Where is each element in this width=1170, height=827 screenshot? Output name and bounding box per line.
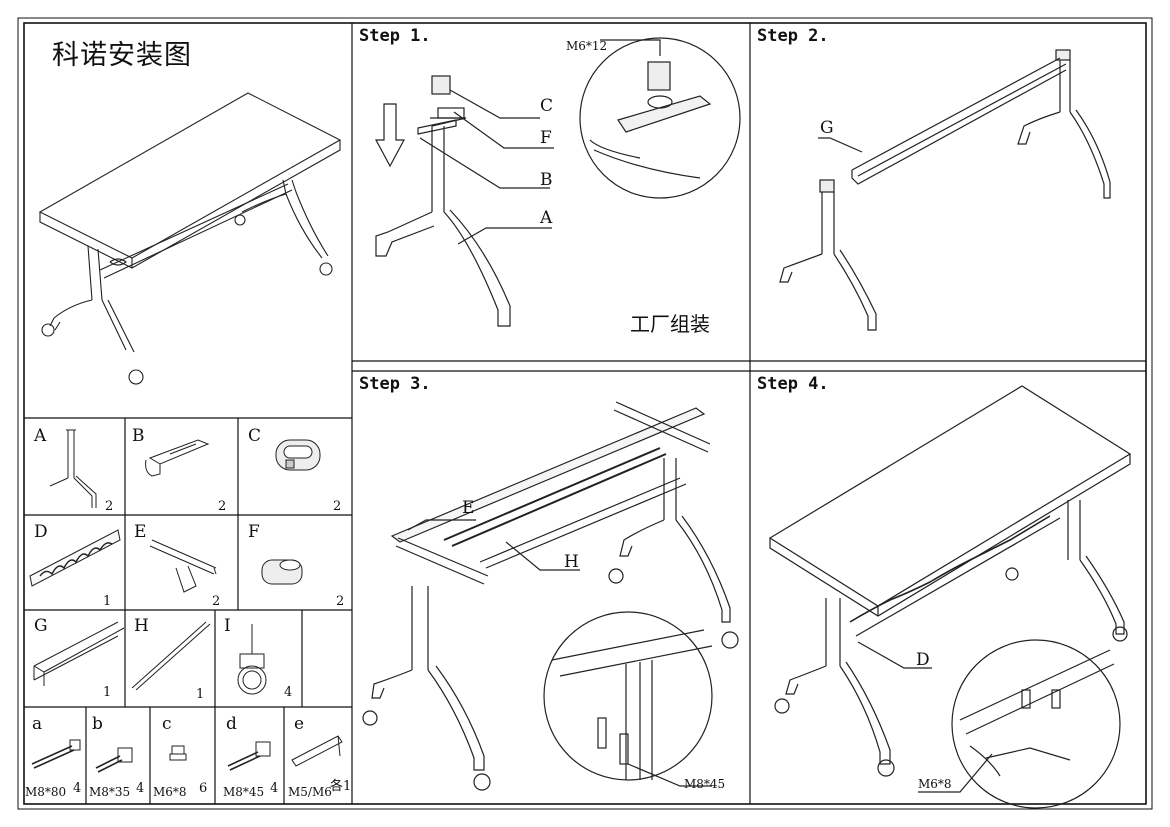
part-h-label: H bbox=[134, 616, 149, 636]
hardware-d-spec: M8*45 bbox=[223, 785, 265, 799]
hardware-c-spec: M6*8 bbox=[153, 785, 187, 799]
callout-f: F bbox=[540, 128, 552, 148]
page-title: 科诺安装图 bbox=[52, 40, 192, 71]
part-b-qty: 2 bbox=[218, 499, 227, 514]
hardware-e-qty: 各1 bbox=[330, 779, 352, 794]
callout-e: E bbox=[462, 498, 475, 518]
hardware-d-qty: 4 bbox=[270, 781, 279, 796]
overview-table bbox=[38, 92, 342, 385]
part-i-label: I bbox=[224, 616, 231, 636]
hardware-c-label: c bbox=[162, 714, 172, 734]
hardware-a-label: a bbox=[32, 714, 43, 734]
callout-b: B bbox=[540, 170, 553, 190]
part-g-qty: 1 bbox=[103, 685, 112, 700]
step3-drawing bbox=[362, 401, 739, 791]
step4-screw-label: M6*8 bbox=[918, 777, 952, 791]
part-d-label: D bbox=[34, 522, 48, 542]
hardware-a-spec: M8*80 bbox=[25, 785, 67, 799]
hardware-c-qty: 6 bbox=[199, 781, 208, 796]
part-h-qty: 1 bbox=[196, 687, 205, 702]
hardware-b-label: b bbox=[92, 714, 103, 734]
callout-c: C bbox=[540, 96, 554, 116]
part-i-qty: 4 bbox=[284, 685, 293, 700]
part-f-qty: 2 bbox=[336, 594, 345, 609]
part-c-label: C bbox=[248, 426, 262, 446]
step3-label: Step 3. bbox=[355, 374, 435, 395]
callout-d: D bbox=[916, 650, 930, 670]
hardware-a-qty: 4 bbox=[73, 781, 82, 796]
hardware-e-spec: M5/M6 bbox=[288, 785, 332, 799]
part-a-label: A bbox=[34, 426, 47, 446]
part-b-label: B bbox=[132, 426, 145, 446]
part-thumbnails bbox=[29, 429, 343, 773]
callout-h: H bbox=[564, 552, 579, 572]
step4-drawing bbox=[768, 385, 1132, 809]
part-a-qty: 2 bbox=[105, 499, 114, 514]
factory-assembled-note: 工厂组装 bbox=[630, 312, 710, 336]
part-e-label: E bbox=[134, 522, 147, 542]
part-d-qty: 1 bbox=[103, 594, 112, 609]
step1-screw-label: M6*12 bbox=[566, 39, 608, 53]
callout-a: A bbox=[540, 208, 553, 228]
part-c-qty: 2 bbox=[333, 499, 342, 514]
step2-label: Step 2. bbox=[753, 26, 833, 47]
hardware-e-label: e bbox=[294, 714, 305, 734]
callout-g: G bbox=[820, 118, 834, 138]
step4-label: Step 4. bbox=[753, 374, 833, 395]
step1-drawing bbox=[374, 37, 741, 327]
step2-drawing bbox=[779, 49, 1111, 331]
part-e-qty: 2 bbox=[212, 594, 221, 609]
hardware-b-qty: 4 bbox=[136, 781, 145, 796]
part-g-label: G bbox=[34, 616, 48, 636]
hardware-d-label: d bbox=[226, 714, 237, 734]
step1-label: Step 1. bbox=[355, 26, 435, 47]
hardware-b-spec: M8*35 bbox=[89, 785, 131, 799]
part-f-label: F bbox=[248, 522, 260, 542]
step3-screw-label: M8*45 bbox=[684, 777, 726, 791]
